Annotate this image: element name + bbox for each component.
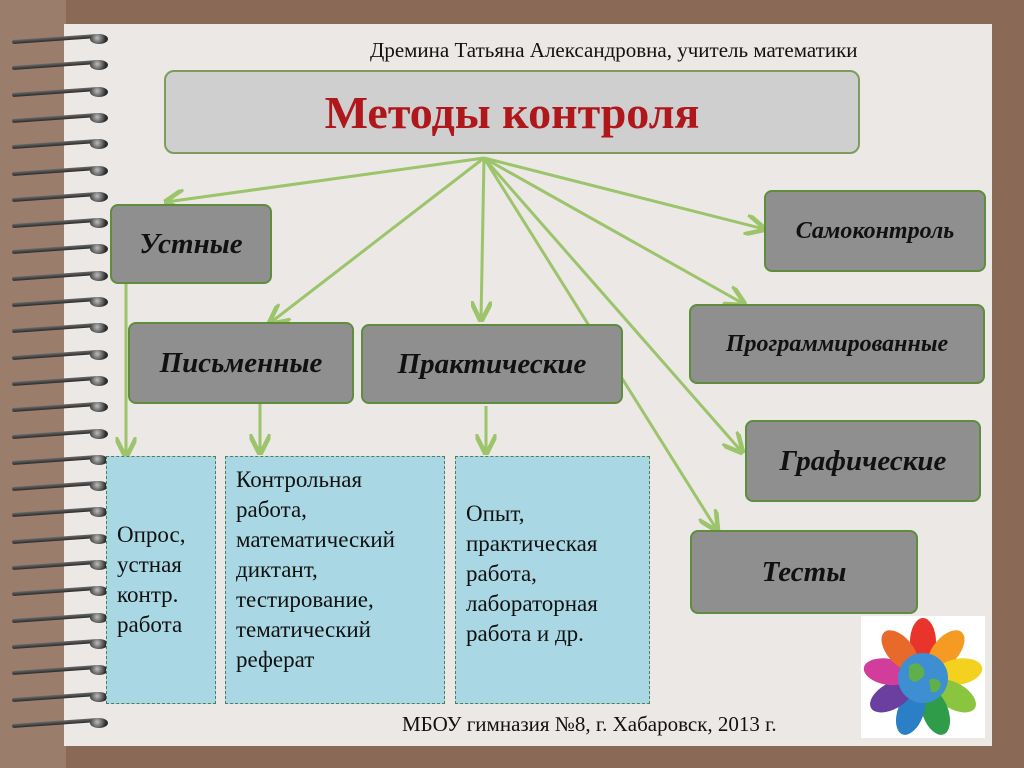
category-self-control-label: Самоконтроль: [795, 217, 955, 244]
spiral-ring: [12, 86, 108, 97]
spiral-ring: [12, 375, 108, 386]
details-line: тематический: [236, 617, 371, 642]
category-oral: Устные: [110, 204, 272, 284]
category-self-control: Самоконтроль: [764, 190, 986, 272]
details-line: математический: [236, 527, 395, 552]
category-written: Письменные: [128, 322, 354, 404]
details-line: работа,: [466, 561, 537, 586]
details-line: контр.: [117, 582, 179, 607]
details-line: работа и др.: [466, 621, 584, 646]
details-oral: Опрос, устная контр. работа: [106, 456, 216, 704]
category-graphic-label: Графические: [779, 444, 947, 477]
arrow-to-practical: [481, 157, 484, 320]
details-line: лабораторная: [466, 591, 598, 616]
spiral-ring: [12, 428, 108, 439]
spiral-ring: [12, 454, 108, 465]
details-line: Опрос,: [117, 522, 186, 547]
details-line: практическая: [466, 531, 598, 556]
details-line: Контрольная: [236, 467, 363, 492]
category-tests-label: Тесты: [761, 555, 847, 588]
globe-icon: [898, 653, 948, 703]
details-line: реферат: [236, 647, 315, 672]
category-practical-label: Практические: [397, 347, 587, 380]
spiral-ring: [12, 612, 108, 623]
details-line: работа: [117, 612, 183, 637]
details-line: диктант,: [236, 557, 318, 582]
spiral-ring: [12, 507, 108, 518]
spiral-ring: [12, 481, 108, 492]
spiral-ring: [12, 244, 108, 255]
spiral-ring: [12, 60, 108, 71]
details-line: Опыт,: [466, 501, 525, 526]
category-oral-label: Устные: [139, 227, 243, 260]
details-practical-text: Опыт, практическая работа, лабораторная …: [466, 499, 598, 649]
details-line: устная: [117, 552, 182, 577]
spiral-ring: [12, 112, 108, 123]
spiral-ring: [12, 586, 108, 597]
spiral-ring: [12, 665, 108, 676]
details-line: работа,: [236, 497, 307, 522]
details-oral-text: Опрос, устная контр. работа: [117, 520, 185, 640]
spiral-ring: [12, 139, 108, 150]
spiral-ring: [12, 560, 108, 570]
spiral-ring: [12, 34, 108, 44]
title-box: Методы контроля: [164, 70, 860, 154]
details-written-text: Контрольная работа, математический дикта…: [236, 465, 395, 675]
spiral-ring: [12, 165, 108, 176]
spiral-ring: [12, 638, 108, 649]
author-caption: Дремина Татьяна Александровна, учитель м…: [370, 38, 858, 62]
arrow-to-programmed: [483, 156, 744, 304]
spiral-ring: [12, 349, 108, 360]
spiral-ring: [12, 191, 108, 202]
arrow-to-graphic: [482, 157, 742, 452]
details-practical: Опыт, практическая работа, лабораторная …: [455, 456, 650, 704]
globe-hands-emblem: [861, 616, 985, 738]
footer-caption: МБОУ гимназия №8, г. Хабаровск, 2013 г.: [402, 712, 777, 736]
spiral-ring: [12, 323, 108, 334]
globe-hands-icon: [863, 618, 983, 735]
spiral-ring: [12, 717, 108, 728]
category-programmed: Программированные: [689, 304, 985, 384]
arrow-to-self-control: [483, 156, 764, 229]
category-programmed-label: Программированные: [725, 330, 949, 357]
spiral-ring: [12, 533, 108, 544]
category-graphic: Графические: [745, 420, 981, 502]
page-title: Методы контроля: [324, 86, 700, 138]
arrow-to-oral: [166, 156, 485, 202]
spiral-ring: [12, 691, 108, 702]
spiral-ring: [12, 297, 108, 307]
category-written-label: Письменные: [159, 346, 323, 379]
details-written: Контрольная работа, математический дикта…: [225, 456, 445, 704]
category-practical: Практические: [361, 324, 623, 404]
details-line: тестирование,: [236, 587, 374, 612]
spiral-ring: [12, 218, 108, 229]
arrow-to-written: [270, 156, 485, 323]
spiral-ring: [12, 270, 108, 281]
category-tests: Тесты: [690, 530, 918, 614]
spiral-ring: [12, 402, 108, 413]
